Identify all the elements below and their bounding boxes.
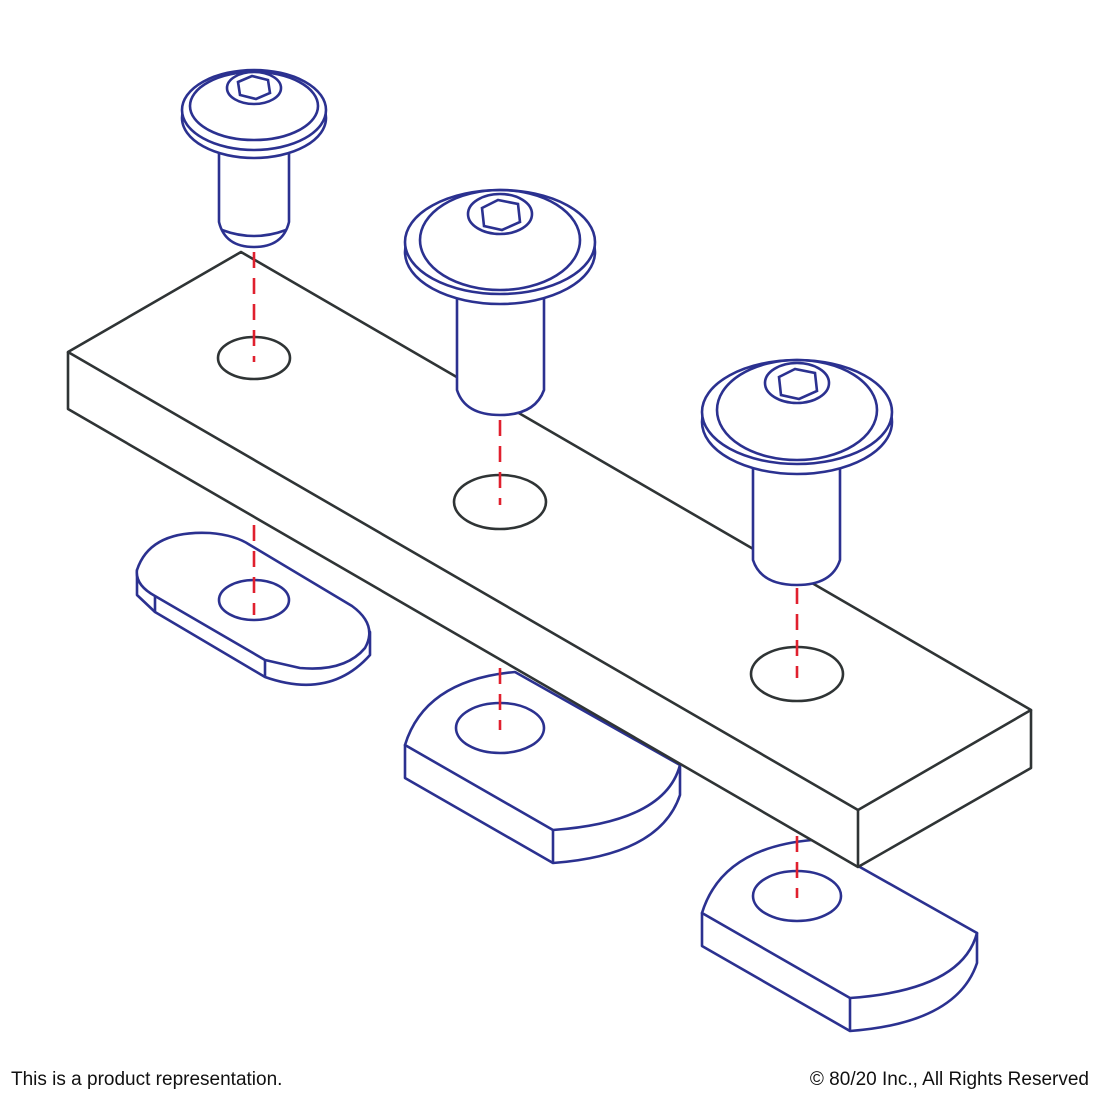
t-nut-right xyxy=(700,838,979,1033)
copyright-text: © 80/20 Inc., All Rights Reserved xyxy=(809,1069,1089,1090)
disclaimer-text: This is a product representation. xyxy=(11,1069,283,1090)
screw-small xyxy=(180,68,328,249)
t-nut-middle xyxy=(403,670,682,865)
centerlines xyxy=(252,252,799,898)
screw-right xyxy=(700,358,894,587)
t-nut-small xyxy=(135,531,372,687)
screw-middle xyxy=(403,188,597,417)
